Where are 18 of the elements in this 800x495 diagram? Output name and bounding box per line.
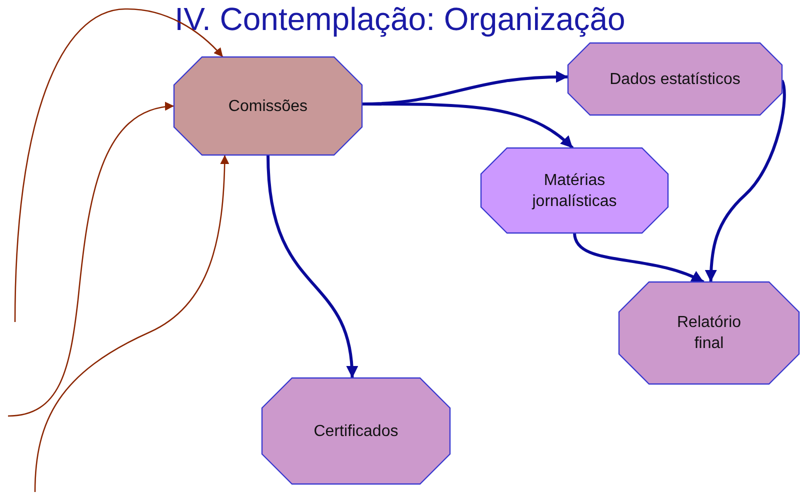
title: IV. Contemplação: Organização (174, 0, 626, 38)
arrow (34, 154, 230, 492)
arrow (362, 102, 574, 150)
node-label: Dados estatísticos (610, 70, 740, 90)
octagon-box (481, 148, 668, 233)
arrow (266, 154, 358, 378)
arrow (8, 102, 174, 417)
node-label: Comissões (228, 96, 308, 116)
node-label: Relatório final (676, 313, 742, 354)
octagon-box (568, 43, 782, 115)
octagon-box (262, 378, 450, 484)
arrow (705, 80, 786, 282)
arrow (14, 8, 224, 322)
octagon-box (174, 57, 362, 155)
node-label: Matérias jornalísticas (530, 170, 618, 212)
octagon-box (619, 282, 799, 384)
arrow (573, 232, 704, 284)
node-label: Certificados (314, 422, 398, 442)
